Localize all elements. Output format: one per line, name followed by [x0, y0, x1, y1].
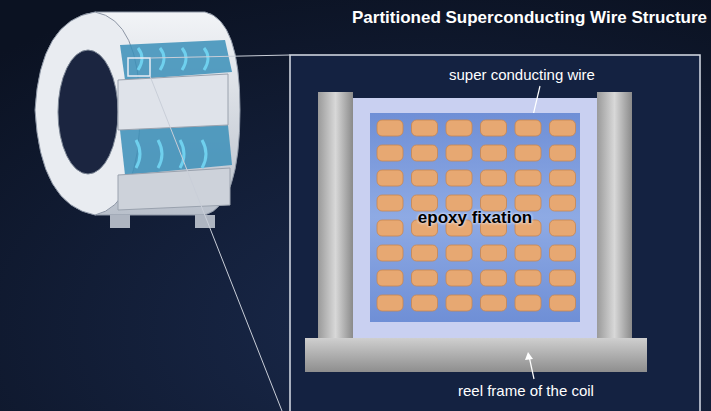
node-label: epoxy fixation: [418, 208, 532, 228]
wire-cross-section: [515, 120, 541, 136]
wire-cross-section: [481, 270, 507, 286]
coil-winding: [138, 48, 142, 70]
wire-cross-section: [481, 145, 507, 161]
wire-cross-section: [446, 295, 472, 311]
wire-cross-section: [377, 195, 403, 211]
zoom-marker: [128, 58, 150, 76]
wire-cross-section: [446, 245, 472, 261]
wire-cross-section: [412, 120, 438, 136]
reel-frame-post: [597, 92, 632, 342]
wire-cross-section: [481, 170, 507, 186]
coil-winding: [136, 140, 140, 168]
leader-arrow: [525, 352, 533, 360]
wire-cross-section: [377, 145, 403, 161]
part-label: reel frame of the coil: [458, 382, 594, 399]
coil-winding: [158, 140, 162, 168]
insulation-layer: [353, 98, 597, 338]
wire-cross-section: [412, 170, 438, 186]
wire-cross-section: [550, 170, 576, 186]
wire-cross-section: [515, 170, 541, 186]
wire-cross-section: [412, 295, 438, 311]
coil-windings: [136, 48, 208, 168]
zoom-leader: [150, 76, 282, 411]
wire-cross-section: [446, 270, 472, 286]
part-label: super conducting wire: [449, 66, 595, 83]
coil-winding: [204, 48, 208, 70]
wire-cross-section: [515, 295, 541, 311]
wire-cross-section: [377, 170, 403, 186]
wire-cross-section: [550, 220, 576, 236]
zoom-panel: [290, 55, 700, 411]
reel-frame-post: [318, 92, 353, 342]
wire-cross-section: [515, 270, 541, 286]
wire-cross-section: [446, 170, 472, 186]
wire-cross-section: [377, 295, 403, 311]
wire-cross-section: [446, 120, 472, 136]
wire-cross-section: [412, 270, 438, 286]
epoxy-block: epoxy fixation: [370, 113, 580, 322]
leader-line: [529, 356, 534, 379]
wire-cross-section: [377, 245, 403, 261]
wire-cross-section: [377, 270, 403, 286]
zoom-leader: [150, 55, 290, 58]
wire-cross-section: [377, 120, 403, 136]
wire-cross-section: [446, 145, 472, 161]
wire-cross-section: [550, 245, 576, 261]
wire-cross-section: [481, 120, 507, 136]
wire-cross-section: [412, 145, 438, 161]
wire-cross-section: [550, 270, 576, 286]
wire-cross-section: [550, 145, 576, 161]
wire-cross-section: [481, 295, 507, 311]
wire-cross-section: [515, 145, 541, 161]
wire-cross-section: [377, 220, 403, 236]
coil-winding: [182, 48, 186, 70]
coil-winding: [160, 48, 164, 70]
wire-cross-section: [412, 245, 438, 261]
coil-winding: [202, 140, 206, 168]
wire-cross-section: [481, 245, 507, 261]
wire-cross-section: [515, 245, 541, 261]
wire-cross-section: [550, 195, 576, 211]
magnet-cylinder: [35, 12, 240, 228]
title: Partitioned Superconducting Wire Structu…: [352, 8, 707, 28]
reel-frame-base: [305, 338, 647, 372]
wire-cross-section: [550, 295, 576, 311]
wire-cross-section: [550, 120, 576, 136]
